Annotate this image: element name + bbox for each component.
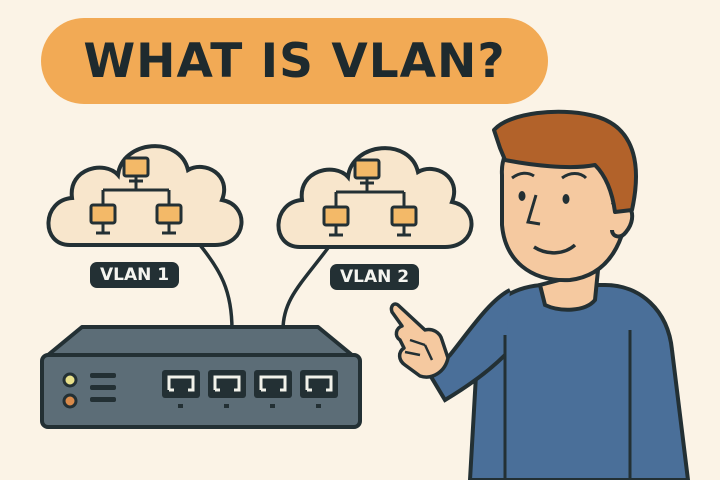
network-topology-icon — [89, 156, 183, 235]
network-switch-icon — [40, 325, 362, 429]
ethernet-port-icon — [300, 370, 338, 408]
title-banner: WHAT IS VLAN? — [41, 18, 548, 104]
cloud-vlan2-icon — [276, 146, 474, 249]
ethernet-port-icon — [254, 370, 292, 408]
vlan1-label: VLAN 1 — [90, 262, 180, 288]
title-text: WHAT IS VLAN? — [83, 33, 506, 89]
ethernet-port-icon — [162, 370, 200, 408]
status-led-icon — [62, 393, 78, 409]
cable-icon — [198, 243, 330, 331]
status-led-icon — [62, 372, 78, 388]
ethernet-port-icon — [208, 370, 246, 408]
network-topology-icon — [322, 158, 418, 237]
vlan2-label: VLAN 2 — [330, 264, 420, 290]
person-pointing-icon — [389, 109, 691, 480]
cloud-vlan1-icon — [46, 144, 244, 247]
pointing-hand-icon — [389, 302, 450, 379]
